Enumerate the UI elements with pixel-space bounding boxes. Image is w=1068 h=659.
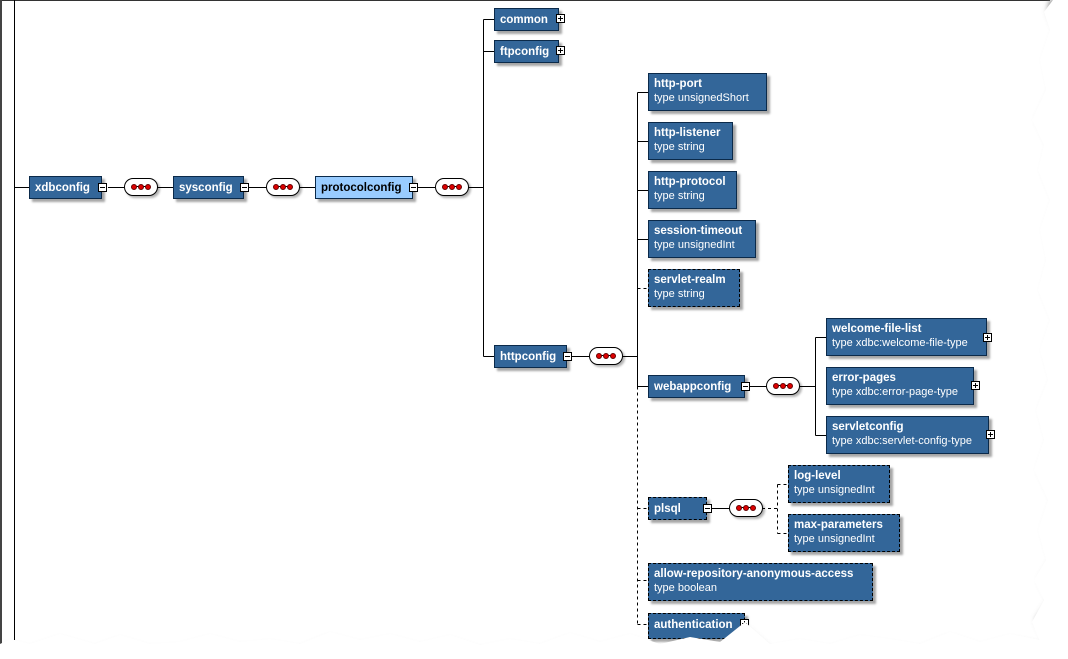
node-authentication[interactable]: authentication <box>648 613 745 639</box>
node-label: common <box>500 14 548 26</box>
expand-icon[interactable] <box>556 46 565 55</box>
node-label: error-pages <box>832 372 896 384</box>
root-connector-line <box>14 0 15 640</box>
node-label: http-port <box>654 78 702 90</box>
collapse-icon[interactable] <box>703 504 712 513</box>
node-type: type unsignedShort <box>654 92 749 104</box>
node-label: ftpconfig <box>500 46 550 58</box>
node-http-port[interactable]: http-port type unsignedShort <box>648 73 767 111</box>
node-http-protocol[interactable]: http-protocol type string <box>648 171 737 209</box>
node-label: httpconfig <box>500 351 557 363</box>
frame-top-border <box>0 0 1050 1</box>
node-type: type unsignedInt <box>794 533 875 545</box>
sequence-compositor-icon[interactable] <box>124 178 158 196</box>
collapse-icon[interactable] <box>409 183 418 192</box>
node-type: type string <box>654 288 705 300</box>
node-servletconfig[interactable]: servletconfig type xdbc:servlet-config-t… <box>826 416 989 454</box>
collapse-icon[interactable] <box>741 382 750 391</box>
node-max-parameters[interactable]: max-parameters type unsignedInt <box>788 514 900 552</box>
torn-cover-right <box>1032 0 1068 659</box>
torn-cover-bottom <box>0 622 1068 659</box>
node-label: servlet-realm <box>654 274 726 286</box>
node-label: http-protocol <box>654 176 726 188</box>
node-label: http-listener <box>654 127 721 139</box>
node-label: log-level <box>794 470 841 482</box>
node-type: type string <box>654 190 705 202</box>
node-label: xdbconfig <box>35 182 90 194</box>
node-label: allow-repository-anonymous-access <box>654 568 854 580</box>
node-label: max-parameters <box>794 519 883 531</box>
node-type: type unsignedInt <box>794 484 875 496</box>
node-session-timeout[interactable]: session-timeout type unsignedInt <box>648 220 756 258</box>
node-label: authentication <box>654 619 733 631</box>
sequence-compositor-icon[interactable] <box>729 499 763 517</box>
node-error-pages[interactable]: error-pages type xdbc:error-page-type <box>826 367 974 405</box>
node-label: welcome-file-list <box>832 323 922 335</box>
sequence-compositor-icon[interactable] <box>589 347 623 365</box>
node-xdbconfig[interactable]: xdbconfig <box>29 176 102 199</box>
expand-icon[interactable] <box>986 430 995 439</box>
node-label: protocolconfig <box>321 182 402 194</box>
node-log-level[interactable]: log-level type unsignedInt <box>788 465 890 503</box>
node-webappconfig[interactable]: webappconfig <box>648 375 745 398</box>
node-label: session-timeout <box>654 225 743 237</box>
sequence-compositor-icon[interactable] <box>435 178 469 196</box>
node-sysconfig[interactable]: sysconfig <box>173 176 244 199</box>
node-type: type string <box>654 141 705 153</box>
expand-icon[interactable] <box>983 333 992 342</box>
node-type: type xdbc:welcome-file-type <box>832 337 968 349</box>
sequence-compositor-icon[interactable] <box>266 178 300 196</box>
node-servlet-realm[interactable]: servlet-realm type string <box>648 269 740 307</box>
node-label: webappconfig <box>654 381 732 393</box>
collapse-icon[interactable] <box>240 183 249 192</box>
node-type: type xdbc:servlet-config-type <box>832 435 973 447</box>
node-label: servletconfig <box>832 421 904 433</box>
expand-icon[interactable] <box>971 381 980 390</box>
node-label: plsql <box>654 503 681 515</box>
node-http-listener[interactable]: http-listener type string <box>648 122 733 160</box>
node-type: type xdbc:error-page-type <box>832 386 958 398</box>
node-httpconfig[interactable]: httpconfig <box>494 345 567 368</box>
frame-left-border <box>0 0 2 650</box>
collapse-icon[interactable] <box>563 352 572 361</box>
node-type: type unsignedInt <box>654 239 735 251</box>
node-common[interactable]: common <box>494 8 559 31</box>
node-label: sysconfig <box>179 182 233 194</box>
node-welcome-file-list[interactable]: welcome-file-list type xdbc:welcome-file… <box>826 318 987 356</box>
expand-icon[interactable] <box>556 14 565 23</box>
node-type: type boolean <box>654 582 717 594</box>
node-allow-repository-anonymous-access[interactable]: allow-repository-anonymous-access type b… <box>648 563 873 601</box>
sequence-compositor-icon[interactable] <box>766 377 800 395</box>
collapse-icon[interactable] <box>98 183 107 192</box>
node-ftpconfig[interactable]: ftpconfig <box>494 40 559 63</box>
node-protocolconfig[interactable]: protocolconfig <box>315 176 413 199</box>
